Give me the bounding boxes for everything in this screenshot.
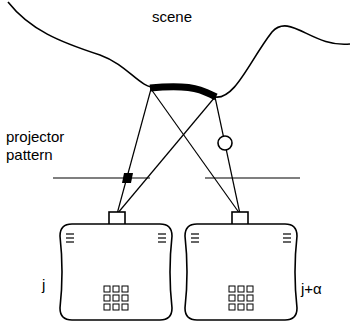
scene-label: scene: [152, 8, 212, 26]
rays: [117, 89, 240, 214]
device-label: j: [42, 276, 56, 294]
occluder-circle: [218, 136, 232, 150]
projector-right: [185, 212, 297, 320]
device-label: j+α: [301, 280, 345, 298]
scene-patch: [150, 87, 216, 97]
scene-surface: [8, 2, 350, 97]
pattern-planes: [53, 177, 300, 178]
pattern-label: projector pattern: [6, 128, 84, 164]
pattern-pixel: [122, 173, 133, 183]
projector-left: [60, 212, 172, 320]
